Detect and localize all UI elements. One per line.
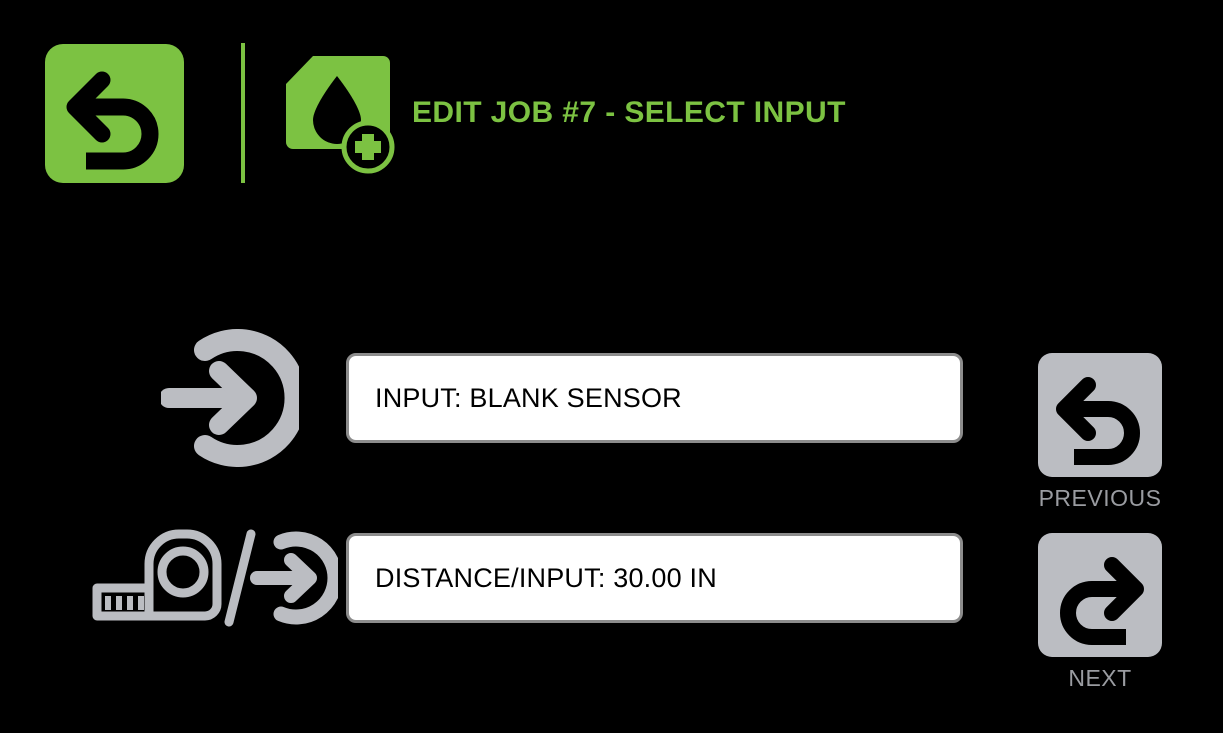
page-title: EDIT JOB #7 - SELECT INPUT [412,96,846,129]
input-row: INPUT: BLANK SENSOR [0,329,1000,467]
add-job-icon [280,54,395,174]
previous-button-label: PREVIOUS [1038,485,1162,511]
undo-arrow-left-icon [1056,377,1140,465]
next-button[interactable] [1038,533,1162,657]
distance-per-input-value: DISTANCE/INPUT: 30.00 IN [375,562,717,593]
redo-arrow-right-icon [1060,557,1144,645]
tape-measure-per-input-icon [80,523,340,633]
next-button-group: NEXT [1038,533,1162,692]
previous-button-group: PREVIOUS [1038,353,1162,512]
back-button[interactable] [45,44,184,183]
next-button-label: NEXT [1068,665,1132,691]
header-divider [241,43,245,183]
input-field-value: INPUT: BLANK SENSOR [375,382,682,413]
page-droplet-plus-icon [286,56,395,174]
distance-per-input-field[interactable]: DISTANCE/INPUT: 30.00 IN [346,533,963,623]
login-arrow-icon [155,329,305,467]
undo-arrow-icon [66,71,159,170]
header-bar: EDIT JOB #7 - SELECT INPUT [0,0,1223,200]
distance-row: DISTANCE/INPUT: 30.00 IN [0,523,1000,633]
previous-button[interactable] [1038,353,1162,477]
input-field[interactable]: INPUT: BLANK SENSOR [346,353,963,443]
